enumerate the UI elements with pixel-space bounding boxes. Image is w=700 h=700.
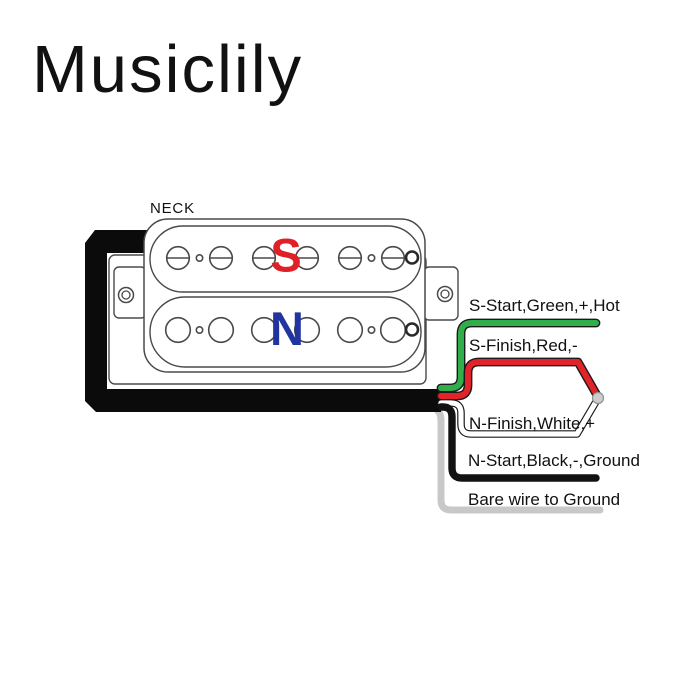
solder-joint [591,391,605,405]
left-mount-screw-hole-inner [121,290,131,300]
green-wire-core [438,320,599,391]
north-pole-letter: N [270,302,304,355]
green-wire [436,318,601,393]
screw-pole-row [165,245,406,271]
slug-pole [207,316,235,344]
bobbin-dot [195,325,204,334]
wire-label-s-finish: S-Finish,Red,- [469,336,578,355]
slug-pole-row [164,316,407,344]
pickup-cable [85,230,441,412]
bobbin-south [149,225,422,293]
south-pole-letter: S [270,229,301,282]
wire-label-n-start: N-Start,Black,-,Ground [468,451,640,470]
slug-pole [250,316,278,344]
slug-pole [336,316,364,344]
bobbin-dot [367,325,376,334]
bobbin-dot [195,254,204,263]
black-wire [437,403,600,482]
white-wire [437,396,601,438]
bobbin-hole [404,250,420,265]
right-mount-screw-hole-inner [440,289,450,299]
bobbin-north [149,296,422,368]
bobbin-hole [404,322,420,337]
red-wire-core [438,359,601,400]
bare-wire [433,406,604,514]
wire-label-bare: Bare wire to Ground [468,490,620,509]
bobbin-dot [367,254,376,263]
white-wire-core [438,397,600,437]
wire-label-s-start: S-Start,Green,+,Hot [469,296,620,315]
slug-pole [293,316,321,344]
red-wire [436,357,603,402]
wire-label-n-finish: N-Finish,White,+ [469,414,595,433]
slug-pole [164,316,192,344]
slug-pole [379,316,407,344]
pickup-position-label: NECK [150,200,195,217]
brand-logo: Musiclily [32,32,303,107]
